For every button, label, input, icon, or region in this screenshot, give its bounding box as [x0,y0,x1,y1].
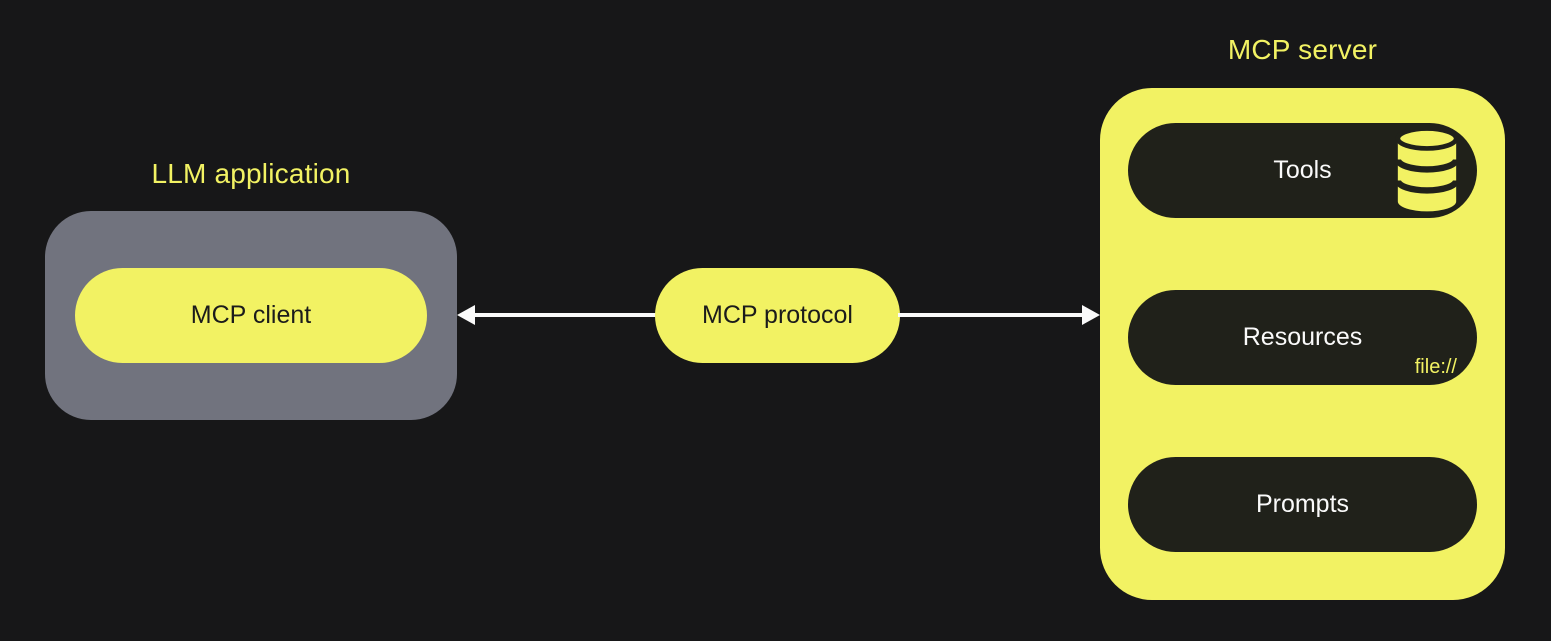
mcp-server-title: MCP server [1227,34,1378,65]
prompts-label: Prompts [1255,490,1350,518]
mcp-protocol-pill: MCP protocol [655,268,900,363]
resources-file-scheme-label: file:// [1414,356,1457,378]
right-arrow [898,305,1100,325]
mcp-protocol-label: MCP protocol [702,301,853,329]
database-icon [1394,128,1460,212]
resources-label: Resources [1242,323,1363,351]
tools-pill: Tools [1128,123,1477,218]
llm-application-title: LLM application [151,158,351,189]
llm-application-box: MCP client [45,211,457,420]
mcp-server-box: Tools Resources file:// Prompts [1100,88,1505,600]
mcp-client-label: MCP client [190,301,312,329]
left-arrow [457,305,657,325]
mcp-client-pill: MCP client [75,268,427,363]
resources-pill: Resources file:// [1128,290,1477,385]
prompts-pill: Prompts [1128,457,1477,552]
tools-label: Tools [1273,156,1332,184]
